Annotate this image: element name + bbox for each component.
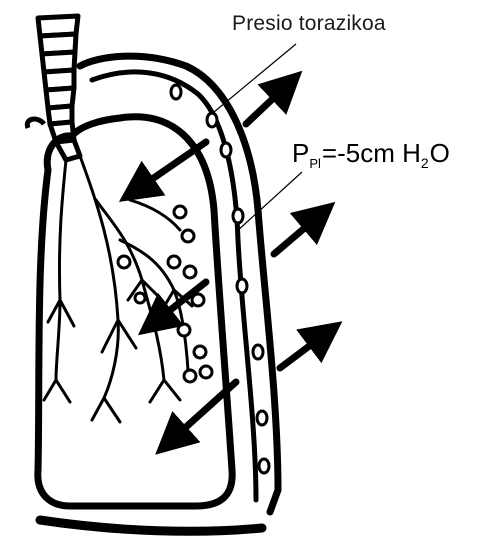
pleural-pressure-label: PPl=-5cm H2O <box>292 138 450 171</box>
pressure-value: =-5cm H <box>322 138 421 168</box>
arrow-icon <box>142 142 206 186</box>
h2o-end: O <box>430 138 450 168</box>
thoracic-pressure-label: Presio torazikoa <box>232 12 386 36</box>
chest-wall-icon <box>40 56 278 531</box>
arrow-icon <box>246 90 282 124</box>
lung-icon <box>38 117 232 506</box>
pressure-symbol: P <box>292 138 309 168</box>
h2o-subscript: 2 <box>421 155 429 171</box>
arrow-icon <box>274 220 314 254</box>
pressure-subscript: Pl <box>309 156 321 171</box>
arrow-icon <box>280 338 320 368</box>
